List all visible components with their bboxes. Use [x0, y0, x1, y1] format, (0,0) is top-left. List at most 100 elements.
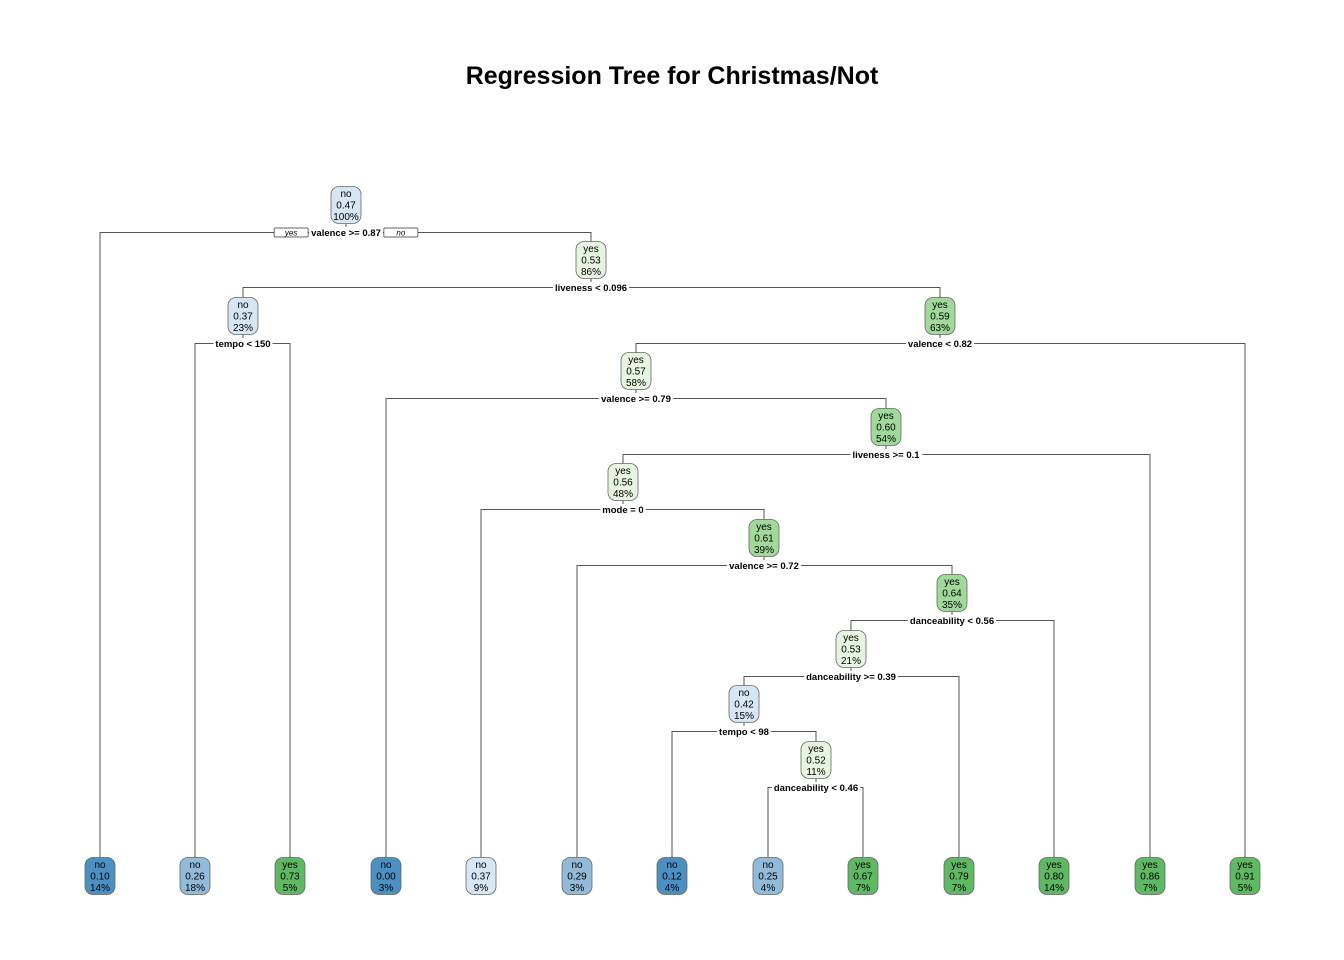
node-value: 0.10	[90, 872, 110, 883]
node-box	[575, 241, 607, 279]
node-percent: 18%	[185, 883, 205, 894]
node-box	[561, 857, 593, 895]
split-edge-n470	[743, 667, 960, 858]
node-class: no	[380, 860, 392, 871]
tree-edges	[99, 223, 1246, 858]
node-value: 0.47	[336, 201, 356, 212]
node-box	[179, 857, 211, 895]
node-percent: 14%	[1044, 883, 1064, 894]
node-value: 0.60	[876, 423, 896, 434]
node-value: 0.79	[949, 872, 969, 883]
split-rule-n3: liveness < 0.096	[555, 283, 627, 294]
node-percent: 7%	[856, 883, 871, 894]
node-box	[800, 741, 832, 779]
node-box	[943, 857, 975, 895]
node-percent: 5%	[1238, 883, 1253, 894]
node-value: 0.37	[471, 872, 491, 883]
split-edge-n117	[576, 556, 953, 858]
node-value: 0.61	[754, 534, 774, 545]
node-class: yes	[843, 633, 859, 644]
node-class: yes	[583, 244, 599, 255]
node-value: 0.86	[1140, 872, 1160, 883]
node-percent: 3%	[379, 883, 394, 894]
node-percent: 63%	[930, 323, 950, 334]
split-label-n29: liveness >= 0.1	[850, 449, 923, 462]
node-class: no	[738, 688, 750, 699]
node-value: 0.59	[930, 312, 950, 323]
split-label-n235: danceability < 0.56	[907, 615, 997, 628]
node-percent: 3%	[570, 883, 585, 894]
node-value: 0.26	[185, 872, 205, 883]
split-label-n58: mode = 0	[600, 504, 646, 517]
node-value: 0.12	[662, 872, 682, 883]
node-class: no	[666, 860, 678, 871]
node-class: no	[571, 860, 583, 871]
node-class: yes	[944, 577, 960, 588]
node-percent: 14%	[90, 883, 110, 894]
split-label-bg	[727, 560, 801, 573]
node-class: no	[94, 860, 106, 871]
split-edge-n29	[622, 445, 1151, 858]
node-box	[330, 186, 362, 224]
node-class: no	[762, 860, 774, 871]
node-box	[748, 519, 780, 557]
node-value: 0.56	[613, 478, 633, 489]
node-percent: 4%	[665, 883, 680, 894]
node-class: yes	[1046, 860, 1062, 871]
node-class: yes	[1142, 860, 1158, 871]
node-box	[227, 297, 259, 335]
node-box	[656, 857, 688, 895]
node-box	[847, 857, 879, 895]
node-box	[370, 857, 402, 895]
node-class: yes	[932, 300, 948, 311]
split-label-bg	[850, 449, 923, 462]
node-class: yes	[628, 355, 644, 366]
node-value: 0.52	[806, 756, 826, 767]
split-label-bg	[905, 338, 975, 351]
node-box	[620, 352, 652, 390]
split-label-bg	[309, 227, 383, 240]
node-value: 0.37	[233, 312, 253, 323]
node-value: 0.25	[758, 872, 778, 883]
node-percent: 35%	[942, 600, 962, 611]
node-value: 0.53	[841, 645, 861, 656]
split-rule-n14: valence >= 0.79	[601, 394, 671, 405]
node-class: yes	[1237, 860, 1253, 871]
split-label-bg	[213, 338, 273, 351]
split-label-bg	[804, 671, 898, 684]
node-class: yes	[615, 466, 631, 477]
node-box	[465, 857, 497, 895]
node-percent: 48%	[613, 489, 633, 500]
leaf-node-L6: no0.293%	[561, 857, 593, 895]
split-label-n3: liveness < 0.096	[552, 282, 630, 295]
node-percent: 58%	[626, 378, 646, 389]
node-class: yes	[878, 411, 894, 422]
split-edge-n1	[99, 223, 592, 858]
tree-nodes: no0.47100%yes0.5386%no0.3723%yes0.5963%y…	[84, 186, 1261, 895]
split-rule-n7: valence < 0.82	[908, 339, 972, 350]
node-value: 0.42	[734, 700, 754, 711]
leaf-node-L5: no0.379%	[465, 857, 497, 895]
node-box	[870, 408, 902, 446]
split-label-n1881: danceability < 0.46	[771, 782, 861, 795]
split-label-bg	[771, 782, 861, 795]
node-box	[1038, 857, 1070, 895]
node-percent: 4%	[761, 883, 776, 894]
branch-yes-box	[273, 227, 309, 238]
